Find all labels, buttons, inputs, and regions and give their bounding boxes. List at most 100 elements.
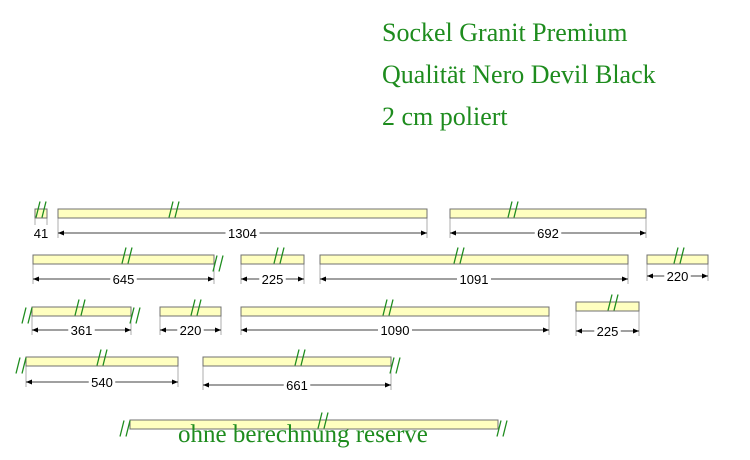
label-background — [457, 271, 491, 286]
cut-mark-stroke — [196, 299, 202, 316]
dimension-arrowhead — [702, 273, 708, 279]
piece-length-label: 645 — [113, 272, 135, 287]
piece-bar — [57, 208, 428, 219]
stone-piece-2: 1304 — [57, 201, 428, 241]
dimension-arrowhead — [215, 327, 221, 333]
dimension-arrowhead — [647, 273, 653, 279]
dimension-arrowhead — [203, 382, 209, 388]
title-line-1: Sockel Granit Premium — [382, 18, 628, 47]
cut-mark-stroke — [502, 420, 508, 437]
piece-bar — [575, 301, 640, 312]
cut-mark-stroke — [74, 299, 80, 316]
piece-bar — [25, 356, 179, 367]
cut-mark-stroke — [168, 201, 174, 218]
piece-length-label: 1090 — [381, 323, 410, 338]
dimension-arrowhead — [450, 230, 456, 236]
label-background — [110, 271, 137, 286]
label-background — [225, 225, 260, 240]
cut-mark-stroke — [41, 201, 47, 218]
stone-piece-1: 41 — [31, 201, 51, 241]
piece-bar — [240, 254, 305, 265]
stone-piece-11: 225 — [575, 294, 640, 339]
label-background — [664, 268, 691, 283]
dimension-arrowhead — [241, 327, 247, 333]
cut-mark-stroke — [102, 349, 108, 366]
dimension-arrowhead — [58, 230, 64, 236]
cut-mark-stroke — [300, 349, 306, 366]
piece-length-label: 1091 — [460, 272, 489, 287]
cut-mark-stroke — [317, 412, 323, 429]
piece-bar — [449, 208, 647, 219]
cut-mark-stroke — [395, 357, 401, 374]
cut-mark-stroke — [21, 307, 27, 324]
piece-length-label: 220 — [180, 323, 202, 338]
piece-length-label: 225 — [597, 324, 619, 339]
reserve-note: ohne berechnung reserve — [178, 421, 428, 448]
cut-mark-stroke — [96, 349, 102, 366]
cut-mark-stroke — [679, 247, 685, 264]
cut-mark-stroke — [135, 307, 141, 324]
dimension-arrowhead — [172, 379, 178, 385]
piece-bar — [159, 306, 222, 317]
cut-mark-stroke — [389, 357, 395, 374]
cut-mark-stroke — [35, 201, 41, 218]
dimension-arrowhead — [421, 230, 427, 236]
label-background — [68, 322, 95, 337]
title-line-3: 2 cm poliert — [382, 102, 508, 131]
piece-length-label: 661 — [286, 378, 308, 393]
cut-mark-stroke — [673, 247, 679, 264]
cut-mark-stroke — [80, 299, 86, 316]
cut-mark-stroke — [323, 412, 329, 429]
dimension-arrowhead — [125, 327, 131, 333]
dimension-arrowhead — [320, 276, 326, 282]
stone-piece-8: 361 — [21, 299, 141, 338]
stone-piece-10: 1090 — [240, 299, 550, 338]
stone-piece-4: 645 — [32, 247, 224, 287]
piece-bar — [129, 419, 499, 430]
cut-mark-stroke — [382, 299, 388, 316]
label-background — [177, 322, 204, 337]
dimension-arrowhead — [640, 230, 646, 236]
dimension-arrowhead — [160, 327, 166, 333]
cut-mark-stroke — [129, 307, 135, 324]
cut-mark-stroke — [273, 247, 279, 264]
stone-piece-7: 220 — [646, 247, 709, 284]
dimension-arrowhead — [241, 276, 247, 282]
dimension-arrowhead — [576, 328, 582, 334]
piece-length-label: 220 — [667, 269, 689, 284]
label-background — [378, 322, 412, 337]
piece-length-label: 361 — [71, 323, 93, 338]
dimension-arrowhead — [543, 327, 549, 333]
cut-mark-stroke — [613, 294, 619, 311]
label-background — [88, 374, 116, 389]
stone-piece-13: 661 — [202, 349, 401, 393]
stone-piece-6: 1091 — [319, 247, 629, 287]
cut-mark-stroke — [27, 307, 33, 324]
cut-mark-stroke — [294, 349, 300, 366]
stone-piece-5: 225 — [240, 247, 305, 287]
piece-bar — [240, 306, 550, 317]
piece-length-label: 692 — [537, 226, 559, 241]
cut-mark-stroke — [507, 201, 513, 218]
cut-mark-stroke — [174, 201, 180, 218]
piece-bar — [34, 208, 48, 219]
cut-mark-stroke — [453, 247, 459, 264]
cut-mark-stroke — [459, 247, 465, 264]
dimension-arrowhead — [26, 379, 32, 385]
cut-mark-stroke — [279, 247, 285, 264]
piece-length-label: 225 — [262, 272, 284, 287]
cut-mark-stroke — [218, 255, 224, 272]
dimension-arrowhead — [208, 276, 214, 282]
cut-mark-stroke — [125, 420, 131, 437]
label-background — [594, 323, 621, 338]
cut-mark-stroke — [127, 247, 133, 264]
cut-mark-stroke — [212, 255, 218, 272]
piece-length-label: 41 — [34, 226, 48, 241]
stone-piece-14 — [119, 412, 508, 437]
dimension-arrowhead — [385, 382, 391, 388]
dimension-arrowhead — [33, 276, 39, 282]
piece-bar — [646, 254, 709, 265]
cut-mark-stroke — [513, 201, 519, 218]
cut-mark-stroke — [121, 247, 127, 264]
